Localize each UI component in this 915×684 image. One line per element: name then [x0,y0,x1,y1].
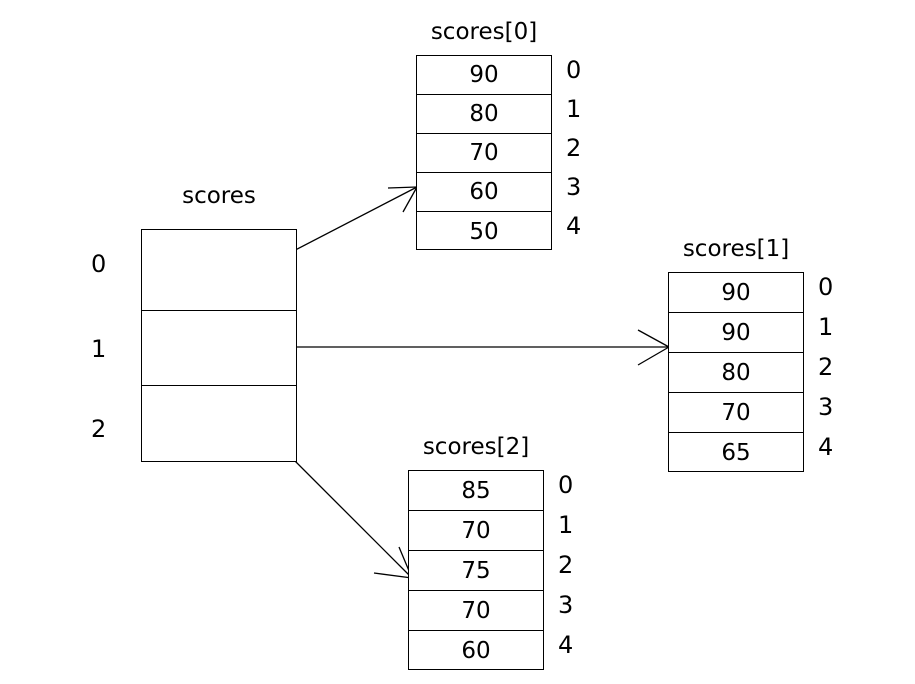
array-1-index-3: 3 [818,393,834,421]
array-1-cell-0[interactable]: 90 [669,273,803,313]
array-2-index-column: 0 1 2 3 4 [552,473,582,673]
pointer-cell-2[interactable] [142,386,296,463]
pointer-index-1: 1 [91,335,107,363]
array-1-cell-2[interactable]: 80 [669,353,803,393]
array-2-cell-3[interactable]: 70 [409,591,543,631]
array-2-title: scores[2] [422,434,530,460]
array-0-cell-3[interactable]: 60 [417,173,551,212]
array-1-cell-3[interactable]: 70 [669,393,803,433]
array-0-frame: 90 80 70 60 50 [416,55,552,250]
pointer-index-2: 2 [91,415,107,443]
array-0-index-3: 3 [566,173,582,201]
array-1-cell-4[interactable]: 65 [721,440,751,466]
array-0-cell-2[interactable]: 70 [417,134,551,173]
array-2-index-0: 0 [558,471,574,499]
array-2-cell-1[interactable]: 70 [409,511,543,551]
pointer-array-frame [141,229,297,462]
array-2-index-4: 4 [558,631,574,659]
array-1-index-1: 1 [818,313,834,341]
array-0-cell-1[interactable]: 80 [417,95,551,134]
array-2-frame: 85 70 75 70 60 [408,470,544,670]
pointer-array-title: scores [182,183,256,209]
array-0-index-1: 1 [566,95,582,123]
array-1-frame: 90 90 80 70 65 [668,272,804,472]
array-2-cell-0[interactable]: 85 [409,471,543,511]
array-2-index-3: 3 [558,591,574,619]
array-2-index-2: 2 [558,551,574,579]
array-1-title: scores[1] [682,236,790,262]
array-0-cell-4[interactable]: 50 [469,218,499,245]
array-2-index-1: 1 [558,511,574,539]
pointer-cell-0[interactable] [142,230,296,311]
array-0-index-0: 0 [566,56,582,84]
array-2-cell-2[interactable]: 75 [409,551,543,591]
array-0-index-2: 2 [566,134,582,162]
array-0-index-4: 4 [566,212,582,240]
array-0-title: scores[0] [430,19,538,45]
array-0-cell-0[interactable]: 90 [417,56,551,95]
array-1-index-4: 4 [818,433,834,461]
array-0-index-column: 0 1 2 3 4 [560,58,590,253]
array-2-cell-4[interactable]: 60 [461,638,491,664]
array-1-index-column: 0 1 2 3 4 [812,275,842,475]
pointer-cell-1[interactable] [142,311,296,386]
array-1-index-2: 2 [818,353,834,381]
array-1-index-0: 0 [818,273,834,301]
arrow-pointer-1 [251,329,670,366]
pointer-index-0: 0 [91,250,107,278]
array-1-cell-1[interactable]: 90 [669,313,803,353]
